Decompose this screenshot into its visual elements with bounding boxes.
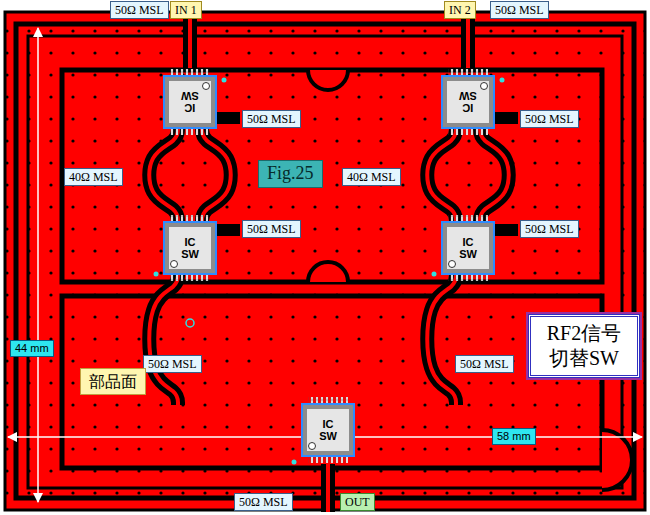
- ic-pin-row: [170, 69, 210, 77]
- ic-switch: IC SW: [303, 405, 353, 455]
- chip-marking: IC SW: [181, 236, 199, 260]
- marker-dot: [186, 319, 194, 327]
- dimension-line: [37, 28, 39, 502]
- line-impedance: 50Ω MSL: [455, 355, 514, 373]
- pin1-marker: [448, 260, 456, 268]
- ic-pin-row: [308, 397, 348, 405]
- ground-gap: [62, 70, 602, 282]
- dimension-label: 44 mm: [10, 340, 54, 357]
- trace-center: [427, 273, 456, 405]
- marker-dot: [432, 272, 437, 277]
- line-impedance: 40Ω MSL: [342, 168, 401, 186]
- input-trace-center: [466, 12, 470, 68]
- marker-dot: [222, 78, 227, 83]
- chip-marking: IC SW: [181, 90, 199, 114]
- trace-center: [480, 127, 509, 223]
- pin1-marker: [308, 442, 316, 450]
- marker-dot: [500, 78, 505, 83]
- chip-marking: IC SW: [459, 236, 477, 260]
- pin1-marker: [480, 82, 488, 90]
- line-impedance: 50Ω MSL: [234, 493, 293, 511]
- microstrip-trace: [427, 273, 456, 405]
- microstrip-trace: [427, 127, 456, 223]
- ground-tab: [308, 262, 348, 282]
- figure-number: Fig.25: [258, 160, 323, 188]
- line-impedance: 50Ω MSL: [520, 220, 579, 238]
- ic-pin-row: [308, 455, 348, 463]
- trace-center: [202, 127, 231, 223]
- ic-switch: IC SW: [165, 223, 215, 273]
- ic-switch: IC SW: [443, 223, 493, 273]
- port-name: OUT: [340, 493, 375, 511]
- via-field: [5, 12, 645, 510]
- line-impedance: 40Ω MSL: [64, 168, 123, 186]
- ic-pin-row: [170, 215, 210, 223]
- input-trace: [183, 12, 197, 68]
- output-trace: [321, 464, 335, 512]
- line-impedance: 50Ω MSL: [143, 355, 202, 373]
- ic-pin-row: [448, 215, 488, 223]
- stub-trace: [215, 118, 518, 230]
- ic-pin-row: [170, 273, 210, 281]
- input-trace: [461, 12, 475, 68]
- ground-tab: [308, 70, 348, 90]
- trace-center: [427, 127, 456, 223]
- chip-marking: IC SW: [459, 90, 477, 114]
- trace-center: [149, 127, 178, 223]
- ic-pin-row: [448, 127, 488, 135]
- pin1-marker: [202, 82, 210, 90]
- ground-gap: [16, 24, 634, 498]
- ground-tab: [602, 430, 632, 490]
- line-impedance: 50Ω MSL: [242, 220, 301, 238]
- dimension-label: 58 mm: [492, 428, 536, 445]
- marker-dot: [292, 460, 297, 465]
- chip-marking: IC SW: [319, 418, 337, 442]
- microstrip-trace: [149, 127, 178, 223]
- side-note: 部品面: [80, 368, 146, 395]
- board-title: RF2信号 切替SW: [528, 314, 640, 378]
- port-name: IN 1: [170, 1, 202, 19]
- marker-dot: [154, 272, 159, 277]
- ic-pin-row: [448, 69, 488, 77]
- ic-switch: IC SW: [165, 77, 215, 127]
- output-trace-center: [326, 464, 330, 512]
- trace-center: [149, 273, 178, 405]
- copper-ground: [5, 12, 645, 510]
- line-impedance: 50Ω MSL: [520, 110, 579, 128]
- microstrip-trace: [202, 127, 231, 223]
- ic-switch: IC SW: [443, 77, 493, 127]
- line-impedance: 50Ω MSL: [242, 110, 301, 128]
- ic-pin-row: [448, 273, 488, 281]
- line-impedance: 50Ω MSL: [110, 1, 169, 19]
- ground-gap: [28, 36, 622, 488]
- microstrip-trace: [480, 127, 509, 223]
- input-trace-center: [188, 12, 192, 68]
- ic-pin-row: [170, 127, 210, 135]
- pin1-marker: [170, 260, 178, 268]
- microstrip-trace: [149, 273, 178, 405]
- port-name: IN 2: [444, 1, 476, 19]
- line-impedance: 50Ω MSL: [490, 1, 549, 19]
- ground-gap: [62, 296, 602, 468]
